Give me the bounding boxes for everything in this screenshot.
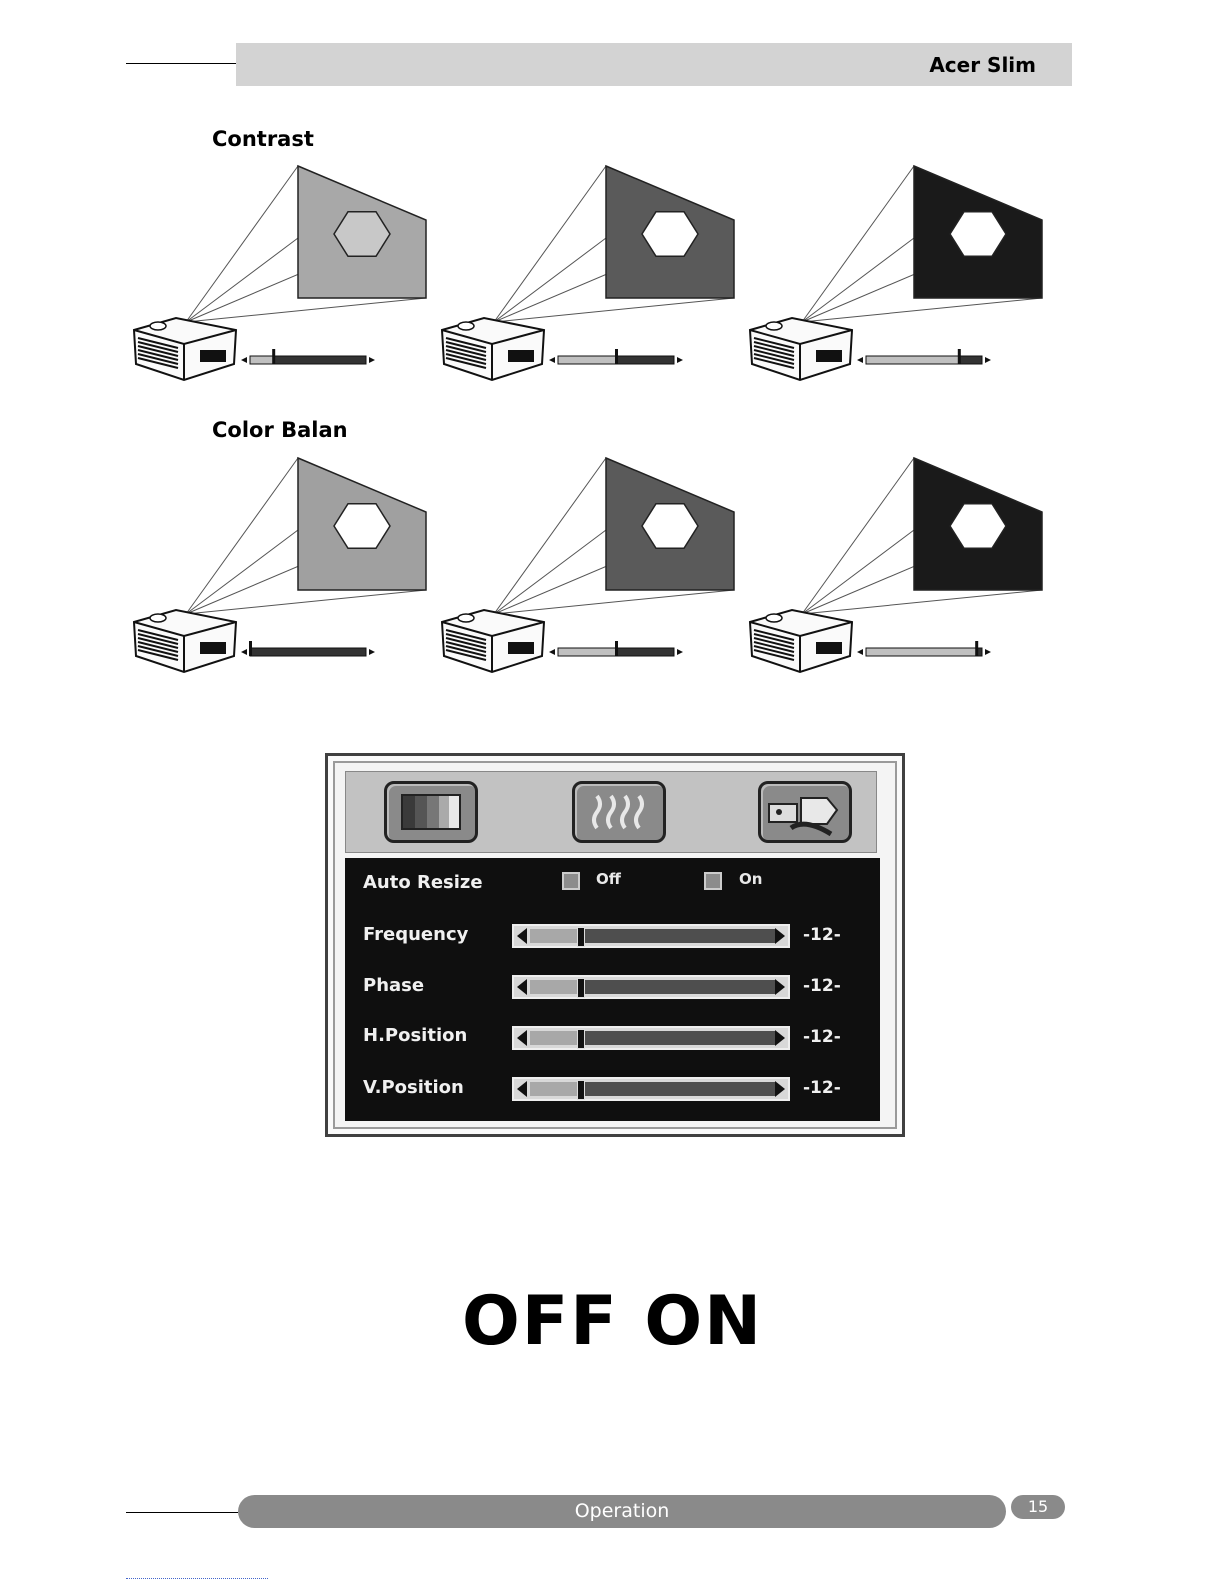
v-position-slider[interactable]	[512, 1077, 790, 1101]
osd-frame: Auto Resize Off On Frequency -12- Phase …	[333, 761, 897, 1129]
arrow-left-icon[interactable]	[517, 979, 527, 995]
footer-rule	[126, 1512, 238, 1513]
waves-icon[interactable]	[572, 781, 666, 843]
v-position-value: -12-	[803, 1078, 841, 1098]
arrow-right-icon[interactable]	[775, 979, 785, 995]
arrow-left-icon[interactable]	[517, 1081, 527, 1097]
auto-resize-on-checkbox[interactable]	[704, 872, 722, 890]
arrow-right-icon[interactable]	[775, 1081, 785, 1097]
color-bars-icon[interactable]	[384, 781, 478, 843]
auto-resize-on-label: On	[739, 870, 762, 888]
header-bar: Acer Slim	[236, 43, 1072, 86]
v-position-label: V.Position	[363, 1077, 464, 1098]
phase-value: -12-	[803, 976, 841, 996]
contrast-figure-1	[128, 158, 428, 398]
footer-dotted-rule	[126, 1578, 268, 1579]
color-balance-figure-3	[744, 450, 1044, 690]
page-number: 15	[1011, 1495, 1065, 1519]
slider-thumb[interactable]	[577, 927, 585, 947]
frequency-slider[interactable]	[512, 924, 790, 948]
auto-resize-label: Auto Resize	[363, 872, 483, 893]
slider-thumb[interactable]	[577, 1080, 585, 1100]
arrow-left-icon[interactable]	[517, 1030, 527, 1046]
wrench-tools-icon[interactable]	[758, 781, 852, 843]
h-position-slider[interactable]	[512, 1026, 790, 1050]
phase-slider[interactable]	[512, 975, 790, 999]
color-balance-figure-2	[436, 450, 736, 690]
osd-menu: Auto Resize Off On Frequency -12- Phase …	[325, 753, 905, 1137]
arrow-left-icon[interactable]	[517, 928, 527, 944]
contrast-figure-2	[436, 158, 736, 398]
contrast-figure-3	[744, 158, 1044, 398]
osd-tab-bar	[345, 771, 877, 853]
frequency-value: -12-	[803, 925, 841, 945]
color-balance-heading: Color Balan	[212, 418, 348, 442]
auto-resize-off-label: Off	[596, 870, 621, 888]
h-position-label: H.Position	[363, 1025, 467, 1046]
frequency-label: Frequency	[363, 924, 468, 945]
color-balance-figure-1	[128, 450, 428, 690]
slider-thumb[interactable]	[577, 1029, 585, 1049]
contrast-heading: Contrast	[212, 127, 314, 151]
footer-bar: Operation	[238, 1495, 1006, 1528]
footer-section-title: Operation	[238, 1500, 1006, 1522]
arrow-right-icon[interactable]	[775, 1030, 785, 1046]
header-rule	[126, 63, 236, 64]
h-position-value: -12-	[803, 1027, 841, 1047]
auto-resize-off-checkbox[interactable]	[562, 872, 580, 890]
osd-settings-panel: Auto Resize Off On Frequency -12- Phase …	[345, 858, 880, 1121]
header-title: Acer Slim	[929, 53, 1036, 77]
phase-label: Phase	[363, 975, 424, 996]
page-number-badge: 15	[1011, 1495, 1065, 1519]
arrow-right-icon[interactable]	[775, 928, 785, 944]
slider-thumb[interactable]	[577, 978, 585, 998]
off-on-heading: OFF ON	[0, 1282, 1225, 1361]
